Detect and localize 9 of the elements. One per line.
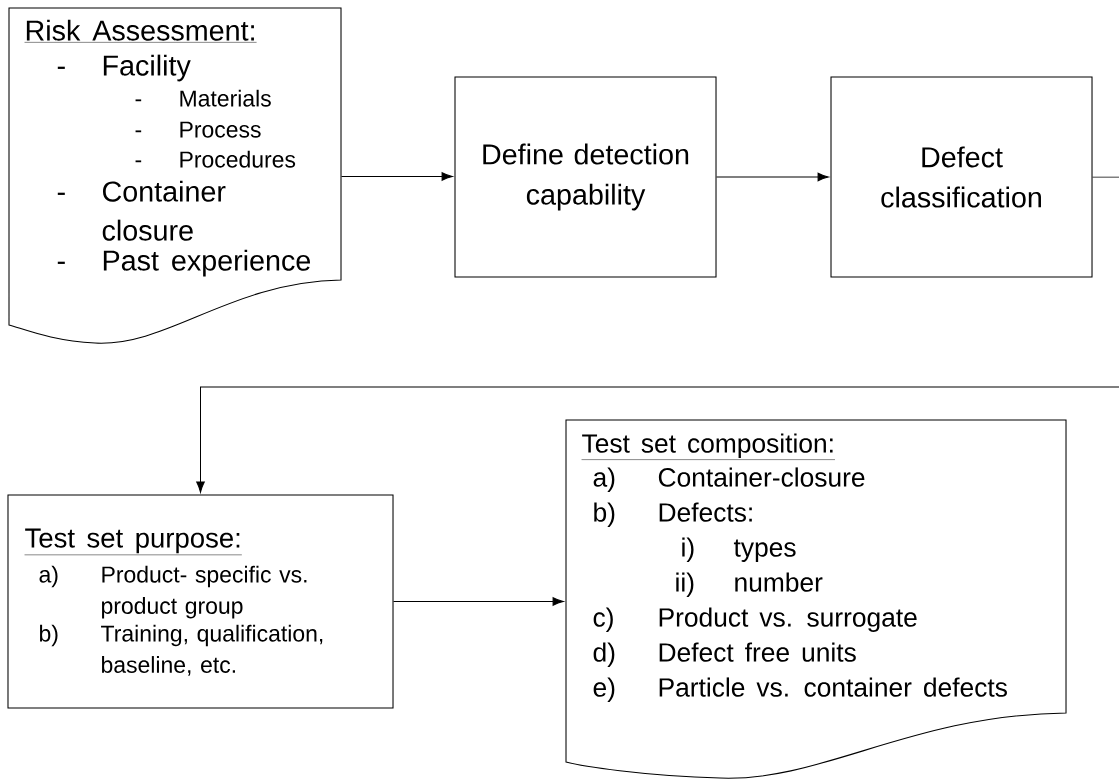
- arrow: [196, 176, 1119, 493]
- document-box: Test set composition: a) Container-closure b) Defects: i) types ii) number c) Product vs. surrogate d) Defect free units e) Particle vs. container defects: [565, 419, 1067, 779]
- process-box: Define detection capability: [454, 76, 717, 278]
- arrow: [341, 172, 453, 181]
- arrow: [716, 172, 829, 182]
- process-box: Test set purpose: a) Product- specific vs. product group b) Training, qualification, baseline, etc.: [7, 494, 394, 709]
- document-box: Risk Assessment: - Facility - Materials - Process - Procedures - Container closure - Past experience: [8, 7, 342, 344]
- arrow: [393, 597, 564, 606]
- process-box: Defect classification: [830, 76, 1093, 278]
